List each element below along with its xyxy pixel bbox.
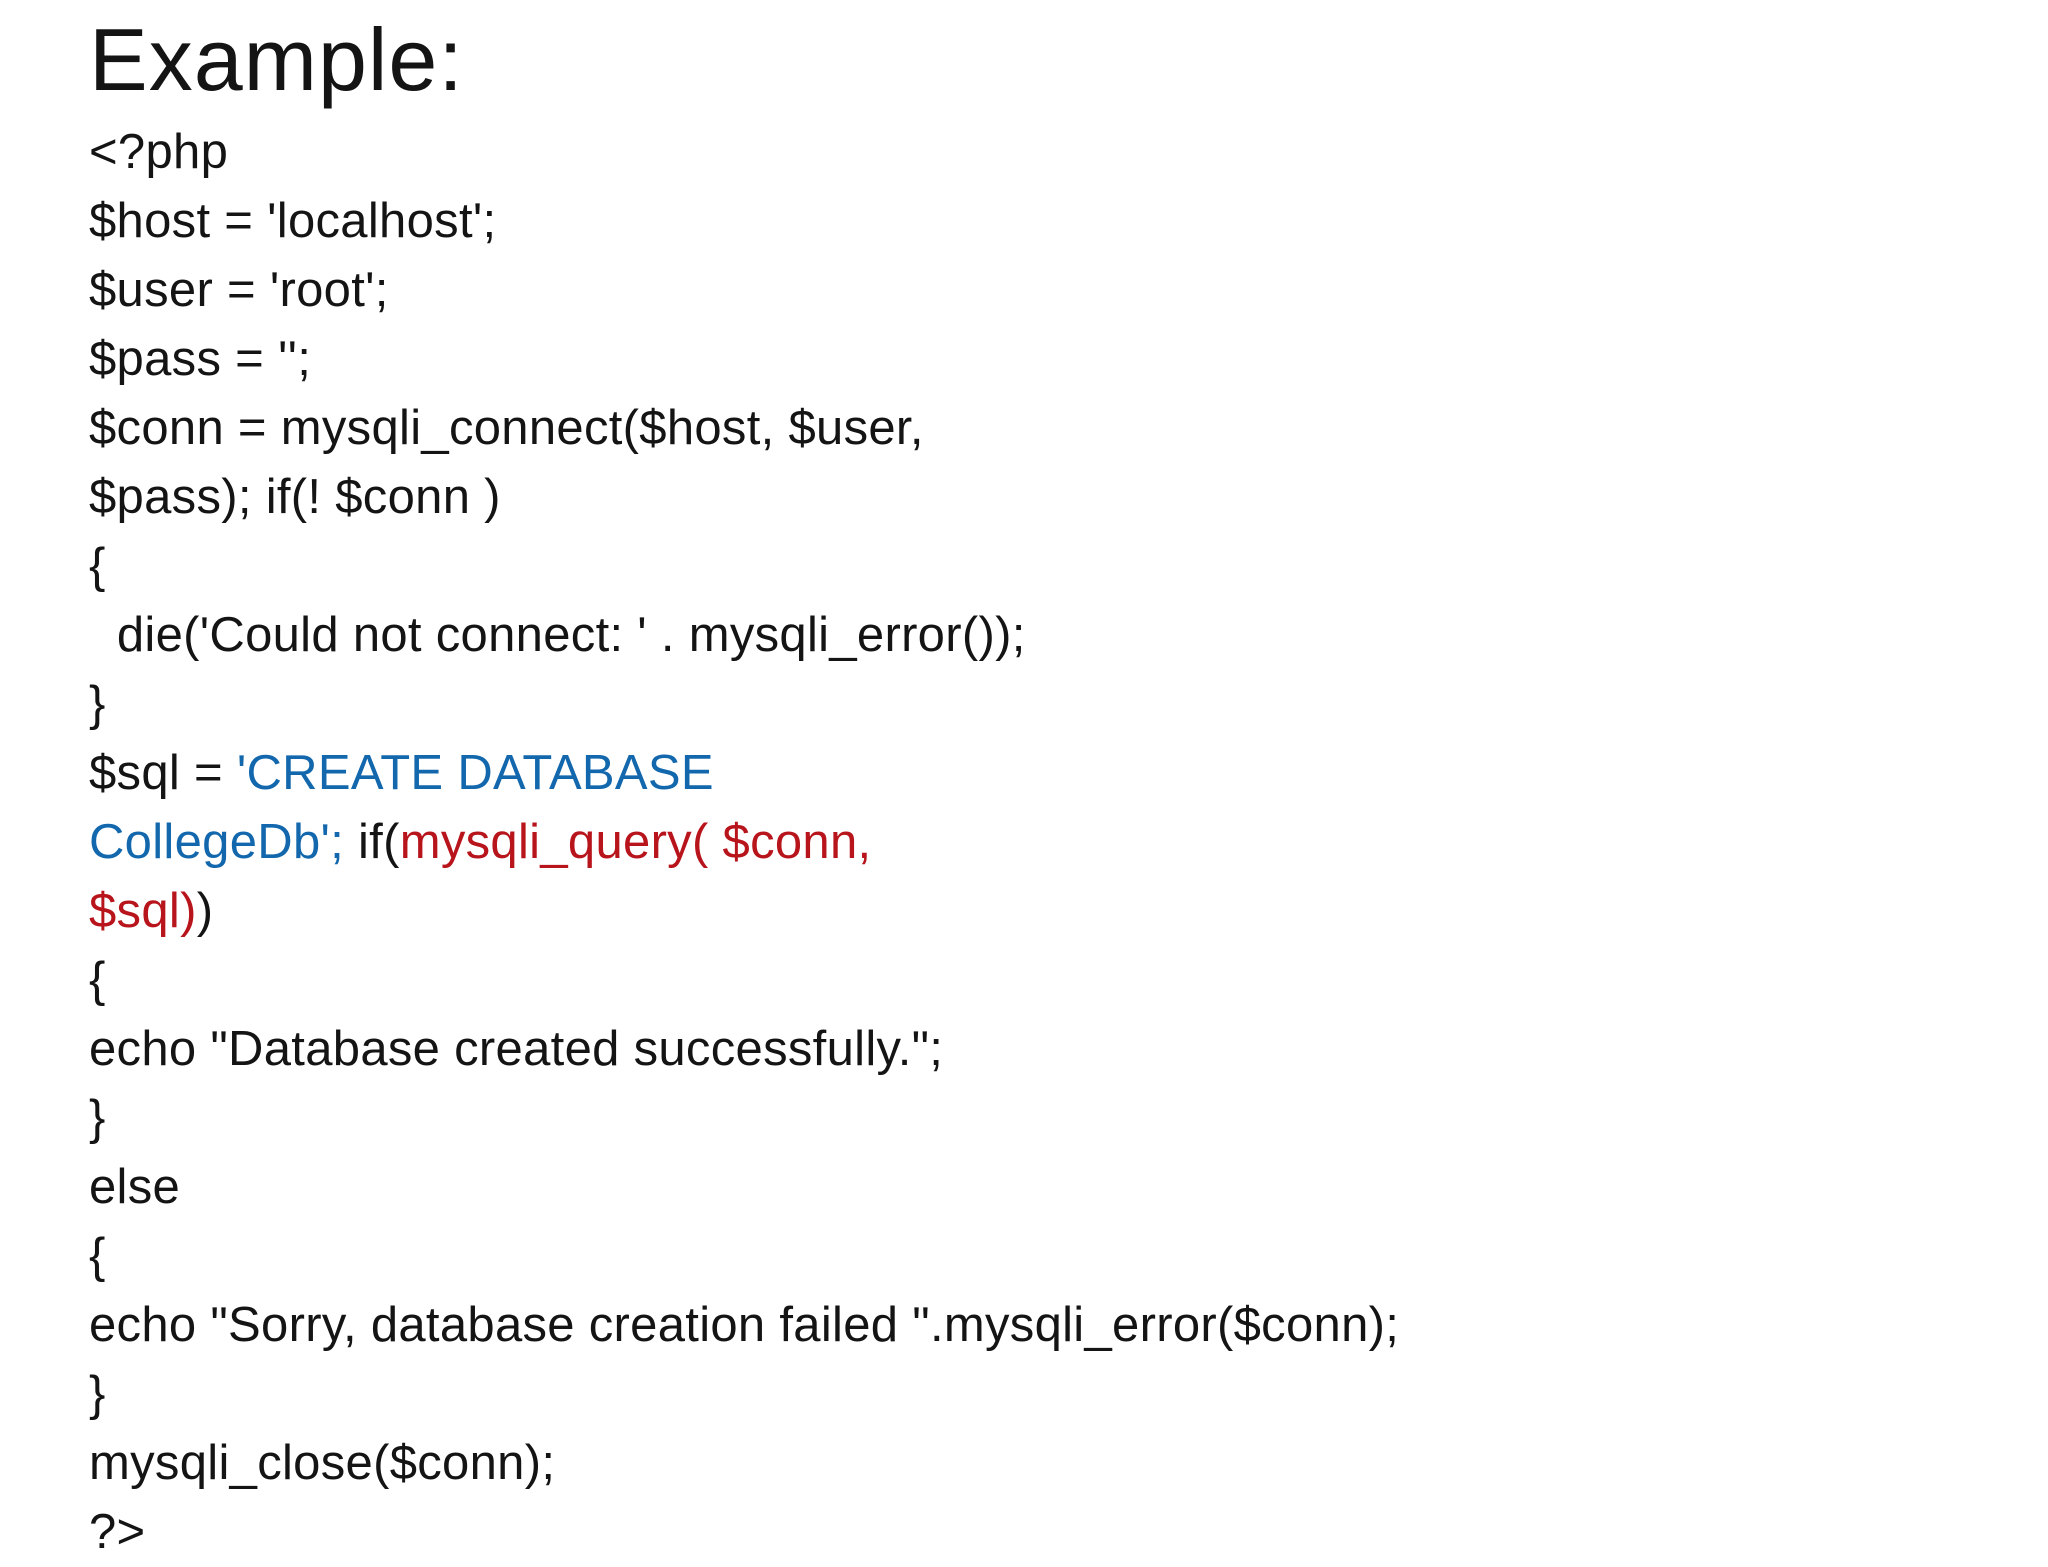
code-line: $pass = ''; [89,325,1399,394]
code-line: else [89,1153,1399,1222]
code-line: die('Could not connect: ' . mysqli_error… [89,601,1399,670]
code-token: die('Could not connect: ' . mysqli_error… [89,608,1026,662]
code-line: echo "Sorry, database creation failed ".… [89,1291,1399,1360]
code-token: $conn = mysqli_connect($host, $user, [89,401,924,455]
code-line: { [89,946,1399,1015]
code-line: $sql)) [89,877,1399,946]
code-line: $user = 'root'; [89,256,1399,325]
code-token: echo "Sorry, database creation failed ".… [89,1298,1400,1352]
code-listing: <?php $host = 'localhost'; $user = 'root';… [89,118,1399,1567]
code-token: $sql) [89,884,197,938]
code-token: if( [344,815,400,869]
code-token: mysqli_query( $conn, [399,815,872,869]
code-token: echo "Database created successfully."; [89,1022,944,1076]
code-line: } [89,1360,1399,1429]
code-token: { [89,953,106,1007]
code-token: $user = 'root'; [89,263,389,317]
code-line: $conn = mysqli_connect($host, $user, [89,394,1399,463]
code-line: $host = 'localhost'; [89,187,1399,256]
code-token: ) [196,884,214,938]
code-token: $pass = ''; [89,332,312,386]
code-line: $pass); if(! $conn ) [89,463,1399,532]
code-token: 'CREATE DATABASE [236,746,714,800]
code-line: } [89,670,1399,739]
code-token: else [89,1160,181,1214]
code-line: { [89,532,1399,601]
code-token: { [89,1229,106,1283]
code-token: <?php [89,125,229,179]
code-token: { [89,539,106,593]
code-token: $host = 'localhost'; [89,194,497,248]
code-line: echo "Database created successfully."; [89,1015,1399,1084]
code-line: ?> [89,1498,1399,1567]
code-line: mysqli_close($conn); [89,1429,1399,1498]
code-token: } [89,677,106,731]
code-token: } [89,1367,106,1421]
code-token: ?> [89,1505,146,1559]
code-line: $sql = 'CREATE DATABASE [89,739,1399,808]
slide-title: Example: [89,10,464,109]
code-token: $pass); if(! $conn ) [89,470,501,524]
code-token: mysqli_close($conn); [89,1436,556,1490]
code-token: $sql = [89,746,237,800]
code-line: <?php [89,118,1399,187]
code-line: } [89,1084,1399,1153]
code-line: { [89,1222,1399,1291]
code-token: CollegeDb'; [89,815,345,869]
code-token: } [89,1091,106,1145]
code-line: CollegeDb'; if(mysqli_query( $conn, [89,808,1399,877]
